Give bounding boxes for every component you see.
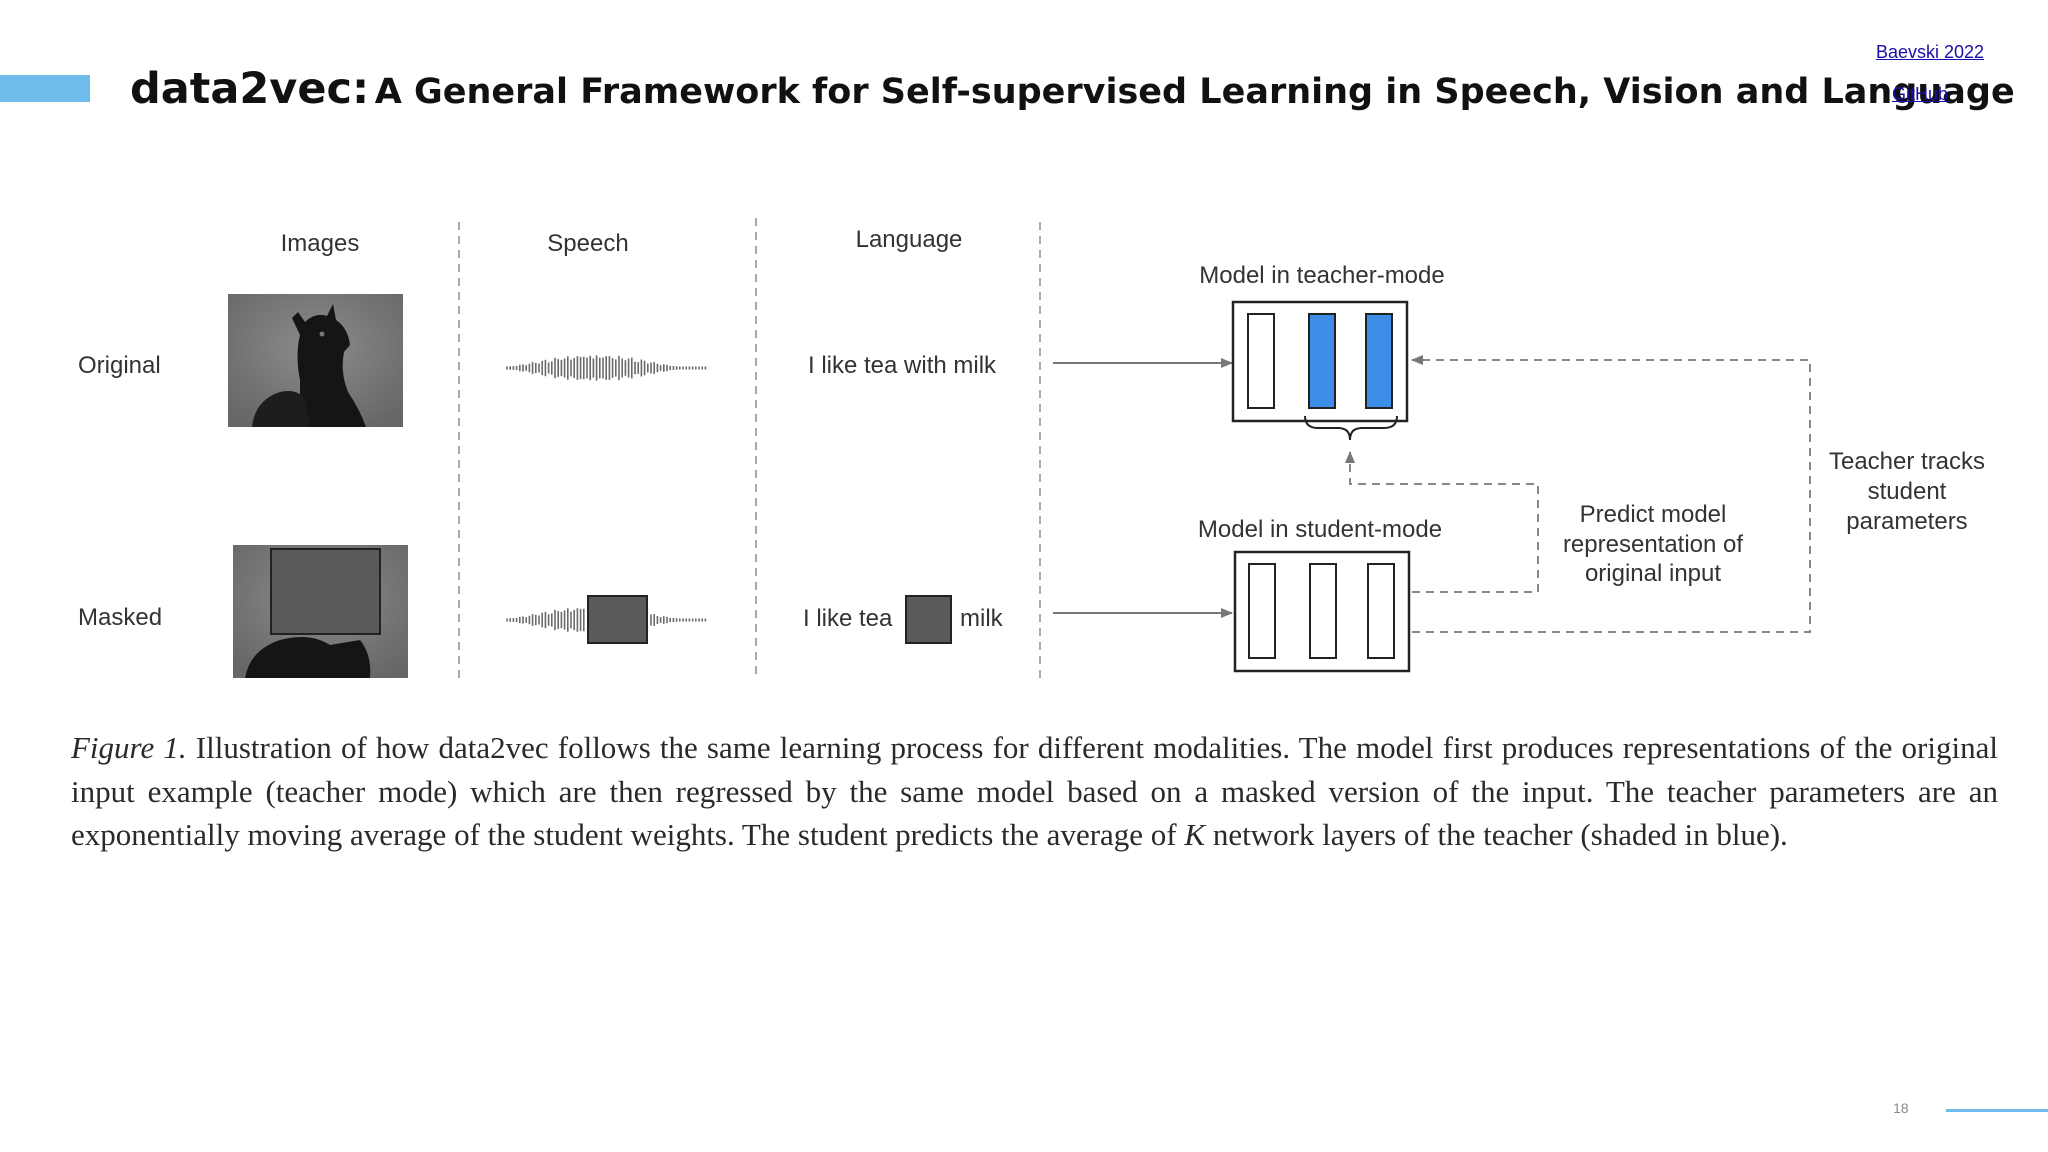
sentence-original: I like tea with milk — [808, 352, 997, 379]
student-layer-3 — [1367, 563, 1395, 659]
student-layer-1 — [1248, 563, 1276, 659]
teacher-layer-3 — [1365, 313, 1393, 409]
paper-reference-link[interactable]: Baevski 2022 — [1876, 42, 1985, 62]
speech-mask-patch — [587, 595, 648, 644]
student-model-box — [1233, 550, 1411, 673]
tracks-connector — [1411, 355, 1811, 633]
teacher-layer-2 — [1308, 313, 1336, 409]
github-link[interactable]: GitHub — [1892, 84, 1949, 104]
tracks-label-line-2: student — [1868, 478, 1947, 505]
teacher-layer-1 — [1247, 313, 1275, 409]
predict-label-line-3: original input — [1585, 560, 1721, 587]
tracks-label-line-1: Teacher tracks — [1829, 448, 1985, 475]
predict-label-line-1: Predict model — [1580, 501, 1727, 528]
header-speech: Speech — [547, 230, 628, 257]
image-mask-patch — [270, 548, 381, 635]
row-label-masked: Masked — [78, 604, 162, 631]
title-bold: data2vec: — [130, 64, 370, 114]
sentence-masked-start: I like tea — [803, 605, 893, 632]
accent-bar — [0, 75, 90, 102]
masked-dog-photo-icon — [233, 545, 408, 678]
footer-accent-line — [1946, 1109, 2048, 1112]
tracks-label-line-3: parameters — [1846, 508, 1967, 535]
teacher-average-brace — [1304, 415, 1398, 441]
speech-waveform-original — [506, 355, 707, 381]
dog-photo-icon — [228, 294, 403, 427]
page-number: 18 — [1893, 1100, 1909, 1116]
caption-k-symbol: K — [1184, 817, 1206, 852]
header-language: Language — [856, 226, 963, 253]
student-layer-2 — [1309, 563, 1337, 659]
student-model-label: Model in student-mode — [1198, 516, 1442, 543]
speech-waveform-masked — [506, 608, 707, 632]
predict-connector — [1345, 451, 1539, 593]
row-label-original: Original — [78, 352, 161, 379]
caption-text-1: Illustration of how data2vec follows the… — [71, 730, 1998, 852]
figure-caption: Figure 1. Illustration of how data2vec f… — [71, 726, 1998, 857]
header-images: Images — [281, 230, 360, 257]
slide-title: data2vec: A General Framework for Self-s… — [130, 64, 2015, 114]
teacher-model-label: Model in teacher-mode — [1199, 262, 1444, 289]
sentence-masked-end: milk — [960, 605, 1004, 632]
caption-figure-label: Figure 1. — [71, 730, 187, 765]
token-mask-patch — [905, 595, 952, 644]
title-rest: A General Framework for Self-supervised … — [374, 72, 2015, 112]
teacher-model-box — [1231, 300, 1409, 441]
caption-text-2: network layers of the teacher (shaded in… — [1205, 817, 1788, 852]
predict-label-line-2: representation of — [1563, 531, 1743, 558]
